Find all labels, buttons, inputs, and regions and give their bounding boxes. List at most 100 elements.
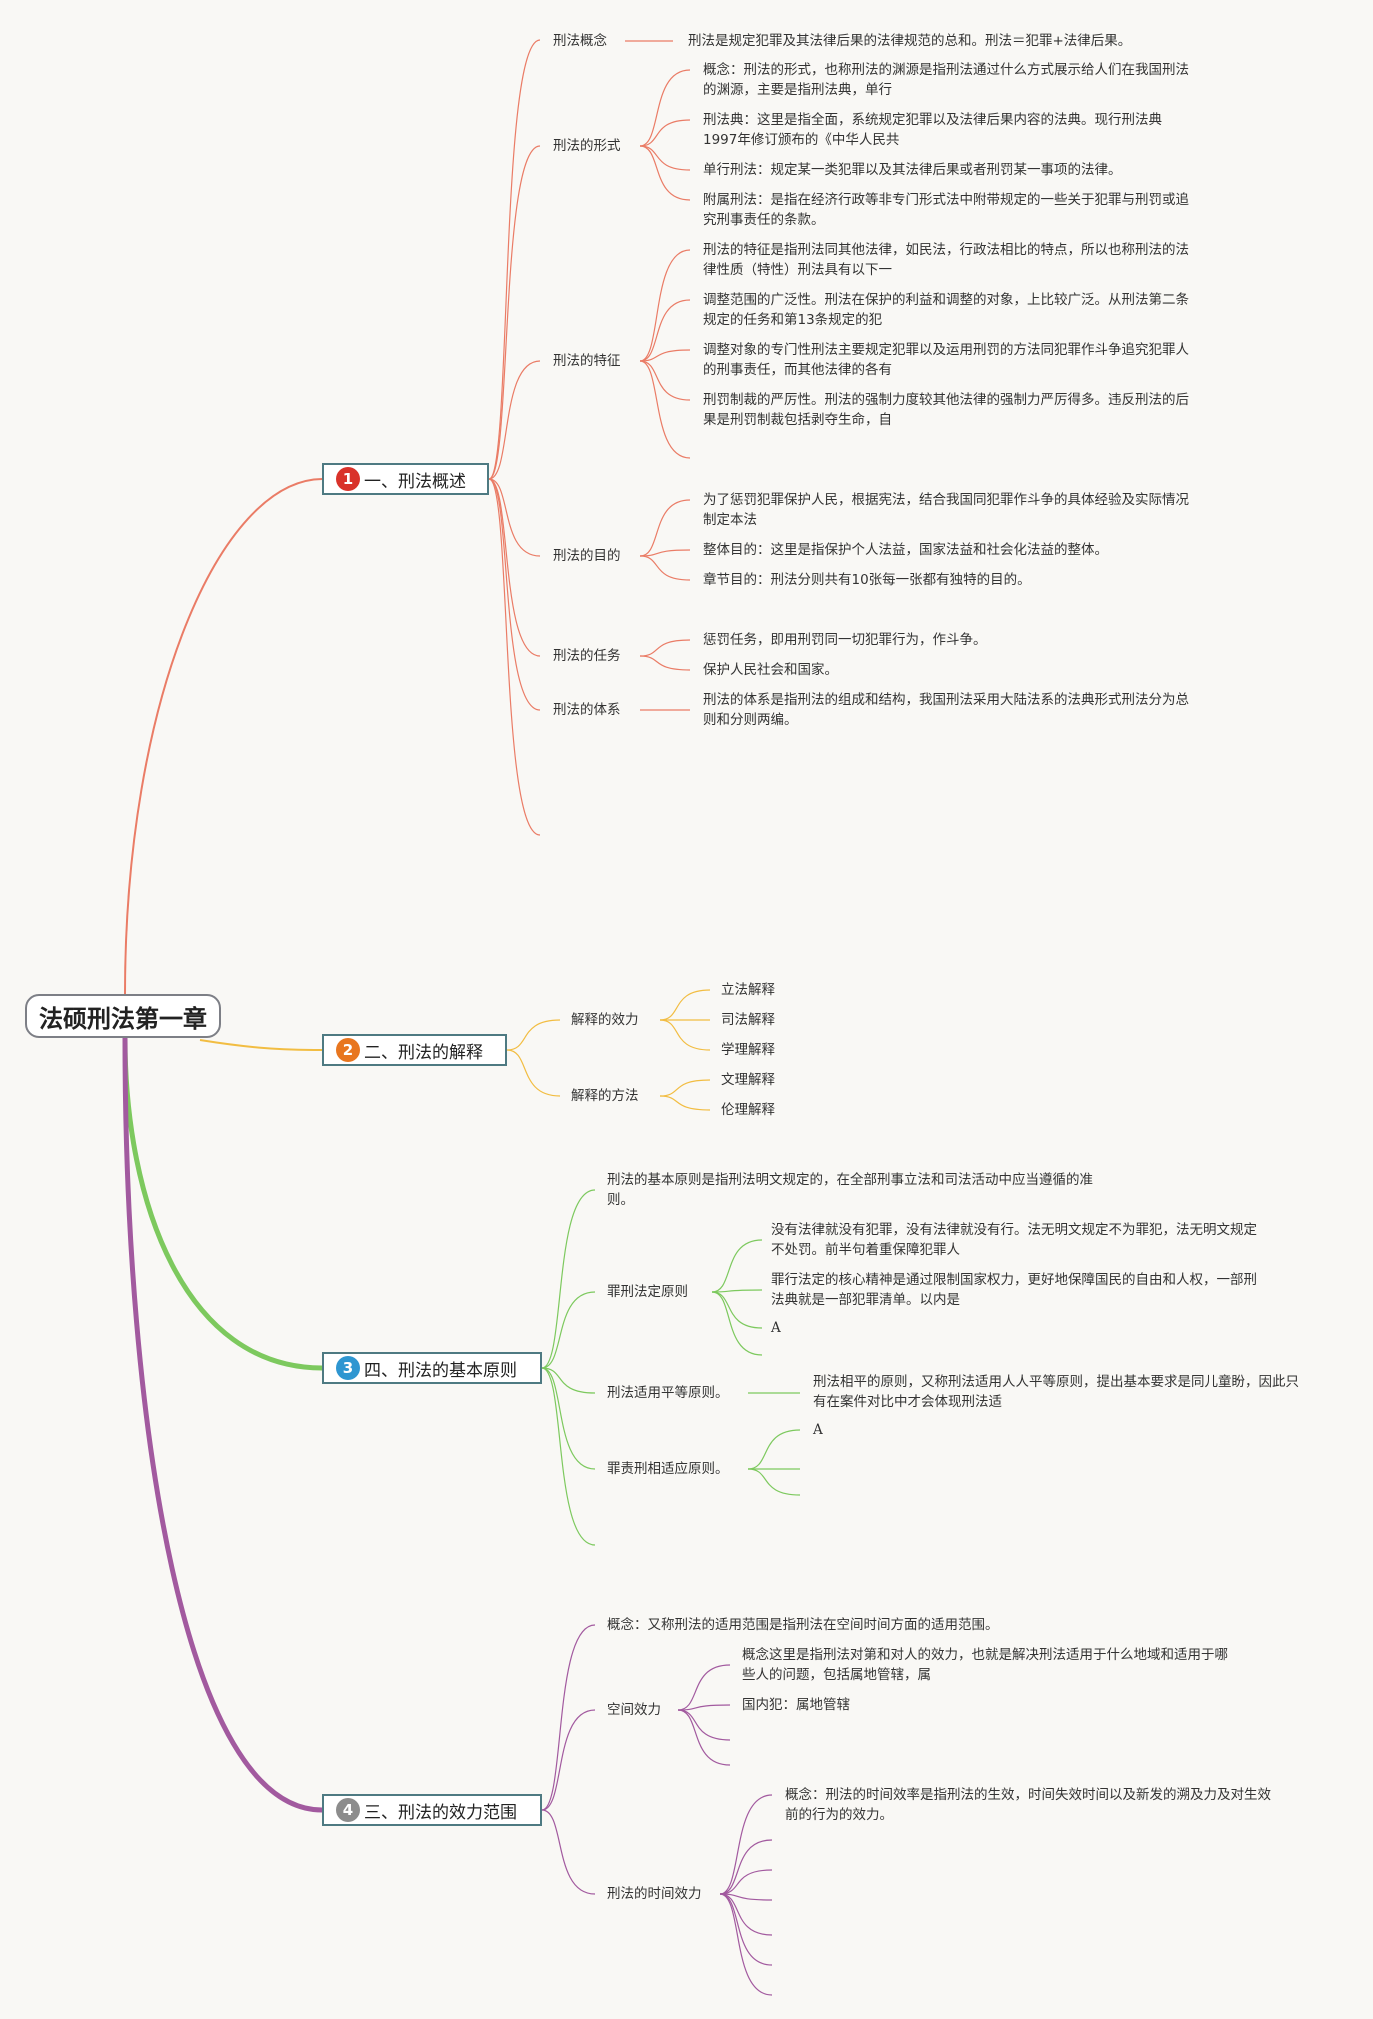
leaf-legislative: 立法解释 bbox=[721, 982, 775, 998]
leaf-feature-severity: 刑罚制裁的严厉性。刑法的强制力度较其他法律的强制力严厉得多。违反刑法的后果是刑罚… bbox=[703, 392, 1189, 428]
topic-scope-def[interactable]: 概念：又称刑法的适用范围是指刑法在空间时间方面的适用范围。 bbox=[607, 1617, 999, 1633]
connector-time-5 bbox=[719, 1893, 773, 1966]
connector-method-1 bbox=[659, 1095, 711, 1111]
connector-b4-2 bbox=[541, 1809, 596, 1895]
branch-label: 四、刑法的基本原则 bbox=[364, 1360, 517, 1381]
root-node[interactable]: 法硕刑法第一章 bbox=[25, 994, 221, 1038]
connector-b3-4 bbox=[541, 1367, 596, 1546]
root-connector-3 bbox=[122, 1037, 323, 1371]
topic-concept[interactable]: 刑法概念 bbox=[553, 33, 607, 49]
topic-task[interactable]: 刑法的任务 bbox=[553, 648, 621, 664]
branch-label: 一、刑法概述 bbox=[364, 471, 466, 492]
leaf-feature-range: 调整范围的广泛性。刑法在保护的利益和调整的对象，上比较广泛。从刑法第二条规定的任… bbox=[703, 292, 1189, 328]
leaf-form-single: 单行刑法：规定某一类犯罪以及其法律后果或者刑罚某一事项的法律。 bbox=[703, 162, 1122, 178]
branch-label: 二、刑法的解释 bbox=[364, 1042, 483, 1063]
root-connector-1 bbox=[124, 478, 323, 995]
topic-system[interactable]: 刑法的体系 bbox=[553, 702, 621, 718]
root-connector-4 bbox=[122, 1037, 323, 1813]
connector-b3-1 bbox=[541, 1291, 596, 1369]
leaf-legality-a: A bbox=[771, 1320, 781, 1336]
topic-principle-def[interactable]: 刑法的基本原则是指刑法明文规定的，在全部刑事立法和司法活动中应当遵循的准则。 bbox=[607, 1172, 1093, 1208]
connector-time-1 bbox=[719, 1839, 773, 1895]
connector-feature-2 bbox=[639, 349, 691, 362]
connector-purpose-2 bbox=[639, 555, 691, 581]
branch-label: 三、刑法的效力范围 bbox=[364, 1802, 517, 1823]
badge-icon: 1 bbox=[336, 467, 360, 491]
leaf-purpose-chapter: 章节目的：刑法分则共有10张每一张都有独特的目的。 bbox=[703, 572, 1031, 588]
connector-time-2 bbox=[719, 1869, 773, 1895]
leaf-feature-object: 调整对象的专门性刑法主要规定犯罪以及运用刑罚的方法同犯罪作斗争追究犯罪人的刑事责… bbox=[703, 342, 1189, 378]
connector-b2-1 bbox=[506, 1049, 561, 1097]
connector-b3-3 bbox=[541, 1367, 596, 1470]
leaf-legality-1: 没有法律就没有犯罪，没有法律就没有行。法无明文规定不为罪犯，法无明文规定不处罚。… bbox=[771, 1222, 1257, 1258]
connector-time-4 bbox=[719, 1893, 773, 1936]
leaf-purpose-overall: 整体目的：这里是指保护个人法益，国家法益和社会化法益的整体。 bbox=[703, 542, 1108, 558]
connector-proportion-2 bbox=[747, 1468, 801, 1496]
leaf-ethical: 伦理解释 bbox=[721, 1102, 775, 1118]
leaf-task-protect: 保护人民社会和国家。 bbox=[703, 662, 838, 678]
connector-form-0 bbox=[639, 69, 691, 147]
leaf-space-domestic: 国内犯：属地管辖 bbox=[742, 1697, 850, 1713]
connector-time-3 bbox=[719, 1893, 773, 1901]
leaf-textual: 文理解释 bbox=[721, 1072, 775, 1088]
topic-form[interactable]: 刑法的形式 bbox=[553, 138, 621, 154]
connector-b1-6 bbox=[488, 478, 541, 836]
connector-space-2 bbox=[677, 1709, 731, 1741]
connector-b3-2 bbox=[541, 1367, 596, 1394]
connector-b3-0 bbox=[541, 1189, 596, 1369]
connector-form-2 bbox=[639, 145, 691, 171]
topic-time[interactable]: 刑法的时间效力 bbox=[607, 1886, 702, 1902]
connector-feature-4 bbox=[639, 360, 691, 459]
topic-proportion[interactable]: 罪责刑相适应原则。 bbox=[607, 1461, 729, 1477]
topic-feature[interactable]: 刑法的特征 bbox=[553, 353, 621, 369]
root-connector-2 bbox=[199, 1039, 323, 1051]
branch-node-scope[interactable]: 4 三、刑法的效力范围 bbox=[322, 1794, 542, 1826]
topic-effect[interactable]: 解释的效力 bbox=[571, 1012, 639, 1028]
connector-space-1 bbox=[677, 1704, 731, 1711]
connector-space-0 bbox=[677, 1664, 731, 1711]
connector-task-0 bbox=[639, 639, 691, 657]
connector-space-3 bbox=[677, 1709, 731, 1766]
leaf-form-code: 刑法典：这里是指全面，系统规定犯罪以及法律后果内容的法典。现行刑法典1997年修… bbox=[703, 112, 1162, 148]
leaf-task-punish: 惩罚任务，即用刑罚同一切犯罪行为，作斗争。 bbox=[703, 632, 987, 648]
leaf-form-concept: 概念：刑法的形式，也称刑法的渊源是指刑法通过什么方式展示给人们在我国刑法的渊源，… bbox=[703, 62, 1189, 98]
leaf-concept-text: 刑法是规定犯罪及其法律后果的法律规范的总和。刑法＝犯罪+法律后果。 bbox=[688, 33, 1132, 49]
leaf-proportion-a: A bbox=[813, 1422, 823, 1438]
branch-node-principles[interactable]: 3 四、刑法的基本原则 bbox=[322, 1352, 542, 1384]
leaf-legality-2: 罪行法定的核心精神是通过限制国家权力，更好地保障国民的自由和人权，一部刑法典就是… bbox=[771, 1272, 1257, 1308]
badge-icon: 4 bbox=[336, 1798, 360, 1822]
topic-equality[interactable]: 刑法适用平等原则。 bbox=[607, 1385, 729, 1401]
connector-effect-0 bbox=[659, 989, 711, 1021]
topic-purpose[interactable]: 刑法的目的 bbox=[553, 548, 621, 564]
topic-legality[interactable]: 罪刑法定原则 bbox=[607, 1284, 688, 1300]
connector-effect-2 bbox=[659, 1019, 711, 1051]
connector-form-3 bbox=[639, 145, 691, 201]
leaf-space-concept: 概念这里是指刑法对第和对人的效力，也就是解决刑法适用于什么地域和适用于哪些人的问… bbox=[742, 1647, 1228, 1683]
leaf-equality: 刑法相平的原则，又称刑法适用人人平等原则，提出基本要求是同儿童盼，因此只有在案件… bbox=[813, 1374, 1299, 1410]
connector-form-1 bbox=[639, 119, 691, 147]
connector-legality-1 bbox=[711, 1289, 763, 1293]
connector-b4-0 bbox=[541, 1624, 596, 1811]
badge-icon: 3 bbox=[336, 1356, 360, 1380]
connector-purpose-0 bbox=[639, 499, 691, 557]
connector-method-0 bbox=[659, 1079, 711, 1097]
connector-time-0 bbox=[719, 1794, 773, 1895]
connector-time-6 bbox=[719, 1893, 773, 1996]
connector-b1-4 bbox=[488, 478, 541, 657]
connector-b1-2 bbox=[488, 360, 541, 480]
branch-node-overview[interactable]: 1 一、刑法概述 bbox=[322, 463, 489, 495]
topic-method[interactable]: 解释的方法 bbox=[571, 1088, 639, 1104]
leaf-system-text: 刑法的体系是指刑法的组成和结构，我国刑法采用大陆法系的法典形式刑法分为总则和分则… bbox=[703, 692, 1189, 728]
topic-space[interactable]: 空间效力 bbox=[607, 1702, 661, 1718]
connector-b1-3 bbox=[488, 478, 541, 557]
leaf-time-concept: 概念：刑法的时间效率是指刑法的生效，时间失效时间以及新发的溯及力及对生效前的行为… bbox=[785, 1787, 1271, 1823]
connector-feature-3 bbox=[639, 360, 691, 401]
connector-legality-2 bbox=[711, 1291, 763, 1329]
leaf-judicial: 司法解释 bbox=[721, 1012, 775, 1028]
connector-b1-0 bbox=[488, 39, 541, 480]
branch-node-interpretation[interactable]: 2 二、刑法的解释 bbox=[322, 1034, 507, 1066]
leaf-academic: 学理解释 bbox=[721, 1042, 775, 1058]
leaf-purpose-main: 为了惩罚犯罪保护人民，根据宪法，结合我国同犯罪作斗争的具体经验及实际情况制定本法 bbox=[703, 492, 1189, 528]
